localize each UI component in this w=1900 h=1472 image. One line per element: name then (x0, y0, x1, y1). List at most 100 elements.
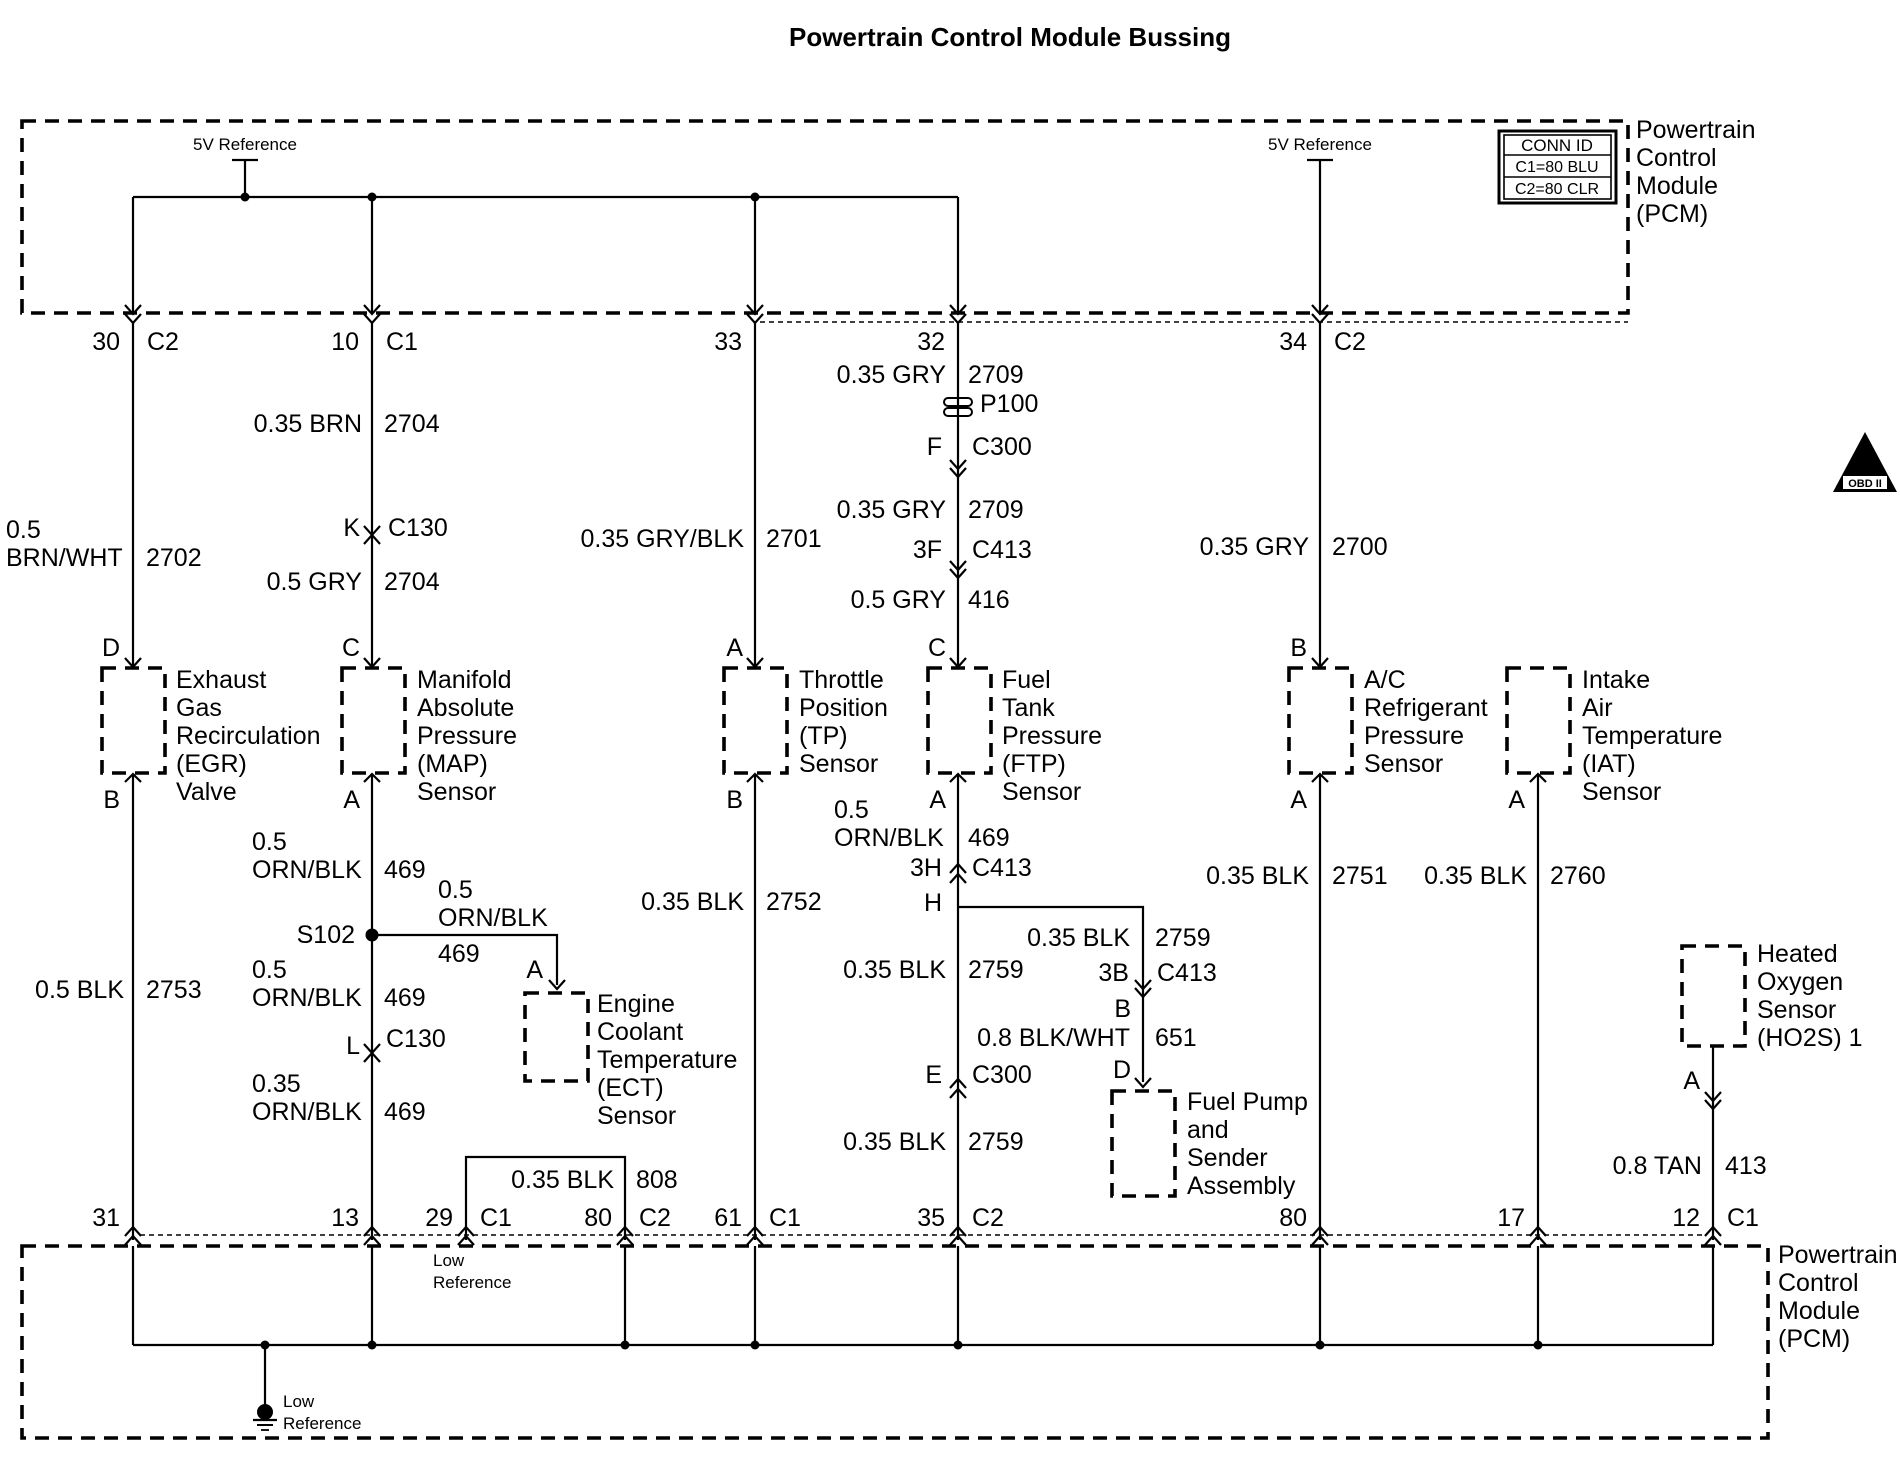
c300-f-name: C300 (972, 433, 1032, 461)
iat-bottom-circuit: 2760 (1550, 862, 1606, 890)
conn-id-c2: C2=80 CLR (1515, 181, 1599, 198)
ftp-bottom-gauge-1a: 0.5 (834, 796, 869, 824)
ect-name-4: (ECT) (597, 1074, 664, 1102)
ect-name-5: Sensor (597, 1102, 676, 1130)
ho2s-name-1: Heated (1757, 940, 1838, 968)
egr-top-gauge-1: 0.5 (6, 516, 41, 544)
c413-3b-name: C413 (1157, 959, 1217, 987)
map-bottom-circuit-3: 469 (384, 1098, 426, 1126)
c300-e-cavity: E (925, 1061, 942, 1089)
iat-name-3: Temperature (1582, 722, 1722, 750)
bottom-pcm-label-4: (PCM) (1778, 1325, 1850, 1353)
low-ref-inner-1: Low (433, 1251, 465, 1270)
bottom-pcm-label-2: Control (1778, 1269, 1859, 1297)
ftp-top-circuit-1: 2709 (968, 361, 1024, 389)
ect-branch-gauge-1: 0.5 (438, 876, 473, 904)
obd-numeral: II (1859, 455, 1870, 477)
egr-top-circuit: 2702 (146, 544, 202, 572)
iat-bottom-gauge: 0.35 BLK (1424, 862, 1527, 890)
map-bottom-gauge-1b: ORN/BLK (252, 856, 362, 884)
ftp-bottom-circuit-3: 2759 (968, 1128, 1024, 1156)
tp-name-3: (TP) (799, 722, 848, 750)
ho2s-bottom-pin: A (1683, 1067, 1700, 1095)
top-pcm-border (20, 119, 1630, 315)
egr-top-gauge-2: BRN/WHT (6, 544, 123, 572)
bottom-pin-12: 12 (1672, 1204, 1700, 1232)
ftp-top-pin: C (928, 634, 946, 662)
ftp-name-1: Fuel (1002, 666, 1051, 694)
egr-valve-box (100, 666, 167, 775)
ftp-bottom-gauge-1b: ORN/BLK (834, 824, 944, 852)
bottom-pin-35: 35 (917, 1204, 945, 1232)
c413-3f-cavity: 3F (913, 536, 942, 564)
top-pin-30: 30 (92, 328, 120, 356)
c413-3b-cavity: 3B (1098, 959, 1129, 987)
bottom-pin-80b: 80 (1279, 1204, 1307, 1232)
bottom-pcm-border (20, 1244, 1770, 1440)
top-pin-30-conn: C2 (147, 328, 179, 356)
pump-name-3: Sender (1187, 1144, 1268, 1172)
c130-k-name: C130 (388, 514, 448, 542)
ftp-bottom-gauge-2: 0.35 BLK (843, 956, 946, 984)
bottom-pin-13: 13 (331, 1204, 359, 1232)
egr-name-5: Valve (176, 778, 237, 806)
splice-s102-label: S102 (297, 921, 355, 949)
fuel-pump-box (1110, 1089, 1177, 1198)
ftp-name-2: Tank (1002, 694, 1055, 722)
tp-name-1: Throttle (799, 666, 884, 694)
ac-bottom-circuit: 2751 (1332, 862, 1388, 890)
pump-gauge-1: 0.35 BLK (1027, 924, 1130, 952)
ac-name-3: Pressure (1364, 722, 1464, 750)
bottom-pcm-block: Powertrain Control Module (PCM) Low Refe… (20, 1241, 1898, 1440)
map-name-4: (MAP) (417, 750, 488, 778)
map-bottom-circuit-2: 469 (384, 984, 426, 1012)
map-top-circuit-2: 2704 (384, 568, 440, 596)
ftp-top-gauge-1: 0.35 GRY (837, 361, 947, 389)
five-v-ref-right: 5V Reference (1268, 135, 1372, 154)
top-pcm-block: Powertrain Control Module (PCM) CONN ID … (20, 116, 1756, 315)
ac-top-pin: B (1290, 634, 1307, 662)
map-name-2: Absolute (417, 694, 514, 722)
egr-bottom-gauge: 0.5 BLK (35, 976, 124, 1004)
c413-3f-name: C413 (972, 536, 1032, 564)
ect-name-2: Coolant (597, 1018, 683, 1046)
pump-b-cavity: B (1114, 995, 1131, 1023)
top-pin-34: 34 (1279, 328, 1307, 356)
pump-circuit-2: 651 (1155, 1024, 1197, 1052)
low-ref-ground-1: Low (283, 1392, 315, 1411)
ho2s-name-2: Oxygen (1757, 968, 1843, 996)
ftp-top-circuit-3: 416 (968, 586, 1010, 614)
map-name-1: Manifold (417, 666, 512, 694)
top-pcm-label-2: Control (1636, 144, 1717, 172)
bottom-pcm-label-1: Powertrain (1778, 1241, 1898, 1269)
bottom-connectors (124, 1225, 1722, 1246)
iat-name-5: Sensor (1582, 778, 1661, 806)
pump-name-4: Assembly (1187, 1172, 1296, 1200)
jumper-circuit: 808 (636, 1166, 678, 1194)
map-top-gauge-2: 0.5 GRY (267, 568, 363, 596)
low-ref-inner-2: Reference (433, 1273, 511, 1292)
map-sensor-box (340, 666, 407, 775)
pump-name-1: Fuel Pump (1187, 1088, 1308, 1116)
conn-id-c1: C1=80 BLU (1515, 159, 1598, 176)
ho2s-name-4: (HO2S) 1 (1757, 1024, 1863, 1052)
ac-name-4: Sensor (1364, 750, 1443, 778)
tp-bottom-pin: B (726, 786, 743, 814)
top-pin-32: 32 (917, 328, 945, 356)
tp-sensor-box (722, 666, 789, 775)
c130-l-name: C130 (386, 1025, 446, 1053)
bottom-pin-35-conn: C2 (972, 1204, 1004, 1232)
iat-circuit: Intake Air Temperature (IAT) Sensor A 0.… (1424, 666, 1722, 1240)
bottom-pin-12-conn: C1 (1727, 1204, 1759, 1232)
iat-sensor-box (1505, 666, 1572, 775)
top-pcm-label-3: Module (1636, 172, 1718, 200)
bottom-pin-80a-conn: C2 (639, 1204, 671, 1232)
ac-top-circuit: 2700 (1332, 533, 1388, 561)
tp-top-pin: A (726, 634, 743, 662)
c130-l-cavity: L (346, 1032, 360, 1060)
ftp-sensor-box (926, 666, 993, 775)
ftp-bottom-gauge-3: 0.35 BLK (843, 1128, 946, 1156)
obd-ii-badge: II OBD II (1833, 432, 1897, 492)
bottom-pin-80a: 80 (584, 1204, 612, 1232)
tp-name-4: Sensor (799, 750, 878, 778)
